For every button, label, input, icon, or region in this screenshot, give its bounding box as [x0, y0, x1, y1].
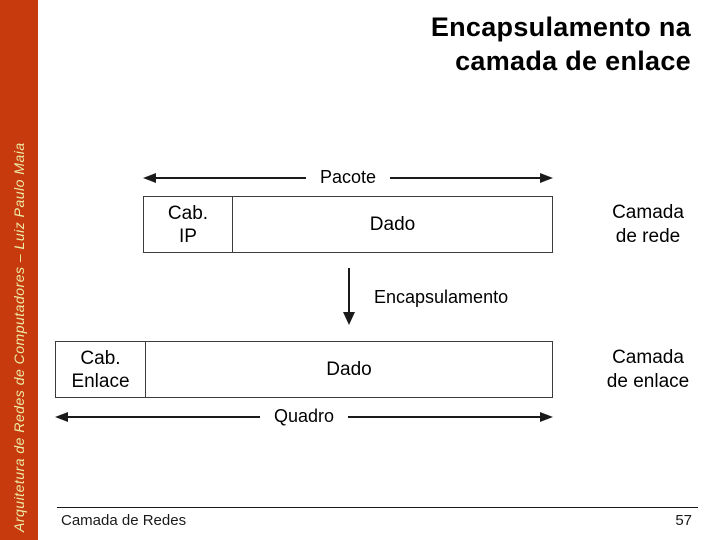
link-layer-label-line2: de enlace [606, 371, 690, 392]
link-layer-label-line1: Camada [612, 347, 684, 368]
sidebar-bar: Arquitetura de Redes de Computadores – L… [0, 0, 38, 540]
arrow-right-icon [540, 173, 554, 183]
network-payload-cell: Dado [369, 213, 416, 235]
arrow-down-icon [342, 312, 355, 325]
page-title-line2: camada de enlace [455, 46, 691, 76]
ip-header-line2: IP [179, 225, 197, 247]
encapsulation-arrow [342, 268, 355, 325]
network-layer-label-line1: Camada [612, 202, 684, 223]
arrow-line [68, 416, 260, 418]
network-layer-label: Camada de rede [588, 201, 708, 249]
arrow-right-icon [540, 412, 554, 422]
encapsulation-label: Encapsulamento [374, 287, 509, 307]
arrow-line [347, 268, 350, 312]
footer-divider [57, 507, 698, 508]
arrow-line [156, 177, 306, 179]
pacote-label: Pacote [319, 166, 377, 187]
sidebar-course-label: Arquitetura de Redes de Computadores – L… [11, 142, 27, 532]
network-layer-label-line2: de rede [615, 226, 681, 247]
link-payload-cell: Dado [326, 358, 372, 380]
enlace-header-cell: Cab. Enlace [56, 342, 146, 397]
enlace-header-line2: Enlace [71, 370, 130, 392]
arrow-left-icon [143, 173, 156, 183]
arrow-left-icon [55, 412, 68, 422]
arrow-line [390, 177, 541, 179]
ip-header-cell: Cab. IP [144, 197, 233, 252]
link-layer-label: Camada de enlace [588, 346, 708, 394]
page-title: Encapsulamento na camada de enlace [431, 10, 691, 78]
quadro-label: Quadro [273, 405, 335, 426]
link-pdu-box: Cab. Enlace Dado [55, 341, 553, 398]
quadro-span-arrow: Quadro [55, 405, 554, 426]
page-title-line1: Encapsulamento na [430, 12, 691, 42]
arrow-line [348, 416, 541, 418]
network-pdu-box: Cab. IP Dado [143, 196, 553, 253]
pacote-span-arrow: Pacote [143, 166, 554, 187]
page-number: 57 [675, 512, 692, 529]
enlace-header-line1: Cab. [80, 347, 121, 369]
ip-header-line1: Cab. [167, 202, 209, 224]
footer-section-label: Camada de Redes [61, 512, 187, 529]
